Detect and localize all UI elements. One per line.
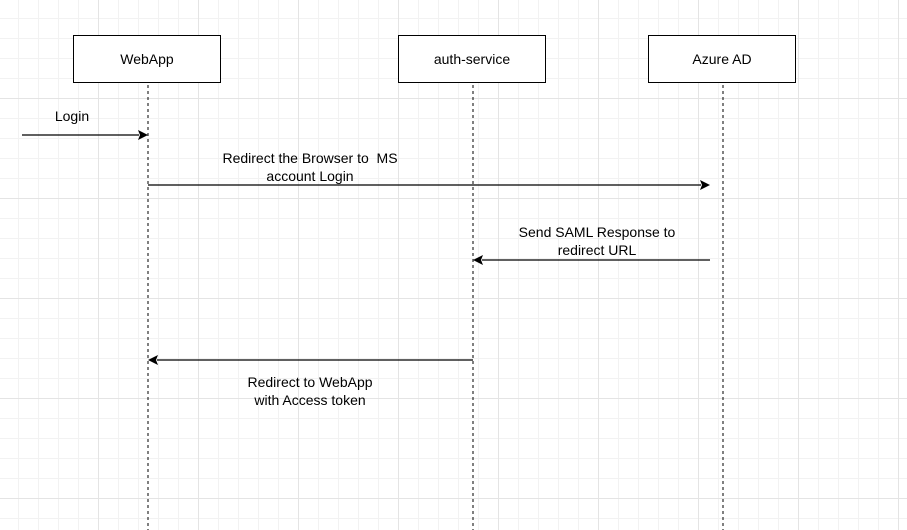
message-label-redirect-ms-login-line-2: account Login <box>266 168 354 184</box>
message-label-redirect-ms-login: Redirect the Browser to MS account Login <box>180 149 440 185</box>
arrowhead-redirect-webapp <box>148 355 158 365</box>
arrowhead-login <box>138 130 148 140</box>
arrowhead-redirect-ms-login <box>700 180 710 190</box>
participant-azure-ad: Azure AD <box>648 35 796 83</box>
message-label-redirect-webapp: Redirect to WebApp with Access token <box>210 373 410 409</box>
message-label-saml-response-line-1: Send SAML Response to <box>518 224 676 240</box>
participant-auth-service: auth-service <box>398 35 546 83</box>
participant-azure-ad-label: Azure AD <box>692 51 752 67</box>
participant-webapp-label: WebApp <box>120 51 174 67</box>
message-label-login-line-1: Login <box>54 108 90 124</box>
message-label-login: Login <box>22 107 122 125</box>
message-label-saml-response: Send SAML Response to redirect URL <box>487 223 707 259</box>
message-label-redirect-ms-login-line-1: Redirect the Browser to MS <box>222 150 398 166</box>
message-label-redirect-webapp-line-2: with Access token <box>254 392 366 408</box>
participant-auth-service-label: auth-service <box>433 51 511 67</box>
message-label-redirect-webapp-line-1: Redirect to WebApp <box>247 374 373 390</box>
message-label-saml-response-line-2: redirect URL <box>557 242 637 258</box>
participant-webapp: WebApp <box>73 35 221 83</box>
arrowhead-saml-response <box>473 255 483 265</box>
